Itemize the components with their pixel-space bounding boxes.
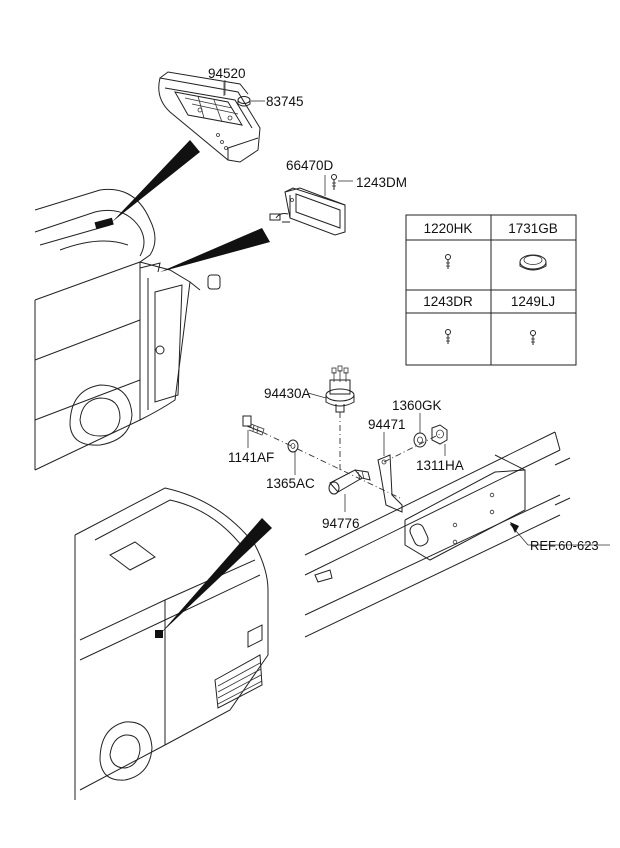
lower-vehicle-illustration (74, 487, 269, 800)
label-94430A: 94430A (264, 386, 311, 401)
nut-1360GK (413, 413, 427, 448)
upper-vehicle-illustration (34, 188, 221, 471)
label-1311HA: 1311HA (416, 458, 464, 473)
label-94520: 94520 (208, 66, 246, 81)
table-cell-2: 1731GB (508, 221, 558, 236)
label-83745: 83745 (266, 94, 304, 109)
part-labels: 94520 83745 66470D 1243DM 94430A 1360GK … (208, 66, 599, 553)
interior-lamp-94520 (158, 71, 261, 163)
label-ref: REF.60-623 (530, 538, 599, 553)
washer-1365AC (287, 439, 299, 475)
fastener-table: 1220HK 1731GB 1243DR 1249LJ (405, 214, 577, 366)
label-1360GK: 1360GK (392, 398, 442, 413)
label-94776: 94776 (322, 516, 360, 531)
leader-94430A (307, 392, 327, 399)
label-1243DM: 1243DM (356, 175, 407, 190)
label-94471: 94471 (368, 417, 406, 432)
screw-icon (445, 329, 451, 344)
sensor-94776 (328, 469, 371, 512)
assembly-lines (261, 431, 441, 499)
nut-1311HA (431, 424, 448, 456)
label-1365AC: 1365AC (266, 476, 315, 491)
bracket-94471 (377, 432, 403, 513)
chassis-frame (304, 431, 571, 638)
plug-cap-icon (519, 254, 547, 271)
table-cell-1: 1220HK (424, 221, 473, 236)
plug-cap-83745 (237, 96, 265, 107)
label-66470D: 66470D (286, 158, 334, 173)
callout-wedge-lower (160, 518, 272, 634)
screw-icon (530, 330, 536, 345)
callout-wedges-upper (112, 140, 270, 272)
screw-icon (445, 254, 451, 269)
table-cell-3: 1243DR (423, 294, 473, 309)
bracket-66470D (269, 175, 346, 236)
table-cell-4: 1249LJ (511, 294, 555, 309)
switch-94430A (325, 365, 355, 470)
label-1141AF: 1141AF (228, 450, 274, 465)
bolt-1141AF (242, 415, 265, 448)
screw-1243DM (331, 174, 353, 190)
ref-arrow (509, 522, 610, 546)
